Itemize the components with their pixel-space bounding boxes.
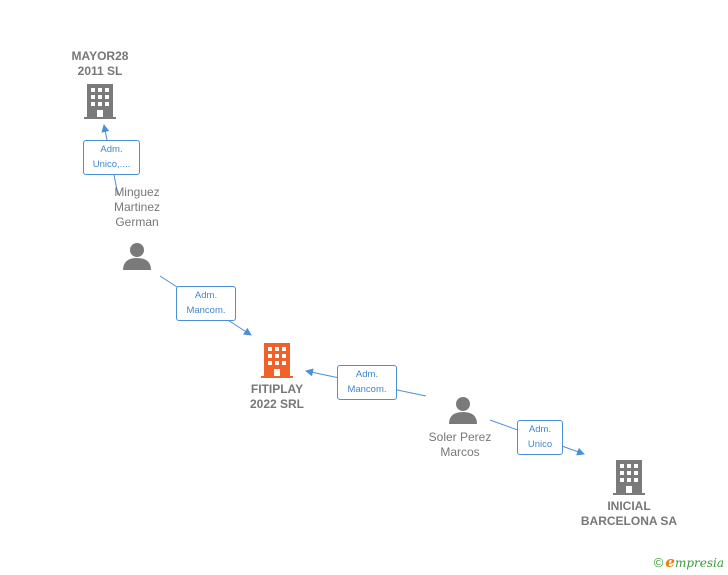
- company-name: MAYOR28 2011 SL: [71, 49, 129, 78]
- person-icon: [449, 397, 477, 424]
- brand-logo: empresia: [665, 553, 724, 571]
- empresia-watermark: ©empresia: [654, 553, 724, 571]
- person-name: Soler Perez Marcos: [428, 430, 492, 459]
- node-inicial[interactable]: INICIAL BARCELONA SA: [573, 460, 685, 530]
- edge-label-soler-inicial[interactable]: Adm. Unico: [517, 420, 563, 455]
- building-icon: [613, 460, 645, 495]
- edge-label-minguez-mayor28[interactable]: Adm. Unico,....: [83, 140, 140, 175]
- person-name: Minguez Martinez German: [113, 185, 160, 229]
- edge-label-soler-fitiplay[interactable]: Adm. Mancom.: [337, 365, 397, 400]
- node-soler[interactable]: Soler Perez Marcos: [415, 396, 505, 462]
- node-mayor28[interactable]: MAYOR28 2011 SL: [55, 49, 145, 121]
- company-name: INICIAL BARCELONA SA: [580, 499, 678, 528]
- node-minguez[interactable]: Minguez Martinez German: [92, 185, 182, 275]
- node-fitiplay[interactable]: FITIPLAY 2022 SRL: [232, 343, 322, 413]
- copyright-icon: ©: [653, 555, 664, 570]
- company-name: FITIPLAY 2022 SRL: [249, 382, 305, 411]
- building-icon: [84, 84, 116, 119]
- building-icon: [261, 343, 293, 378]
- person-icon: [123, 243, 151, 270]
- edge-label-minguez-fitiplay[interactable]: Adm. Mancom.: [176, 286, 236, 321]
